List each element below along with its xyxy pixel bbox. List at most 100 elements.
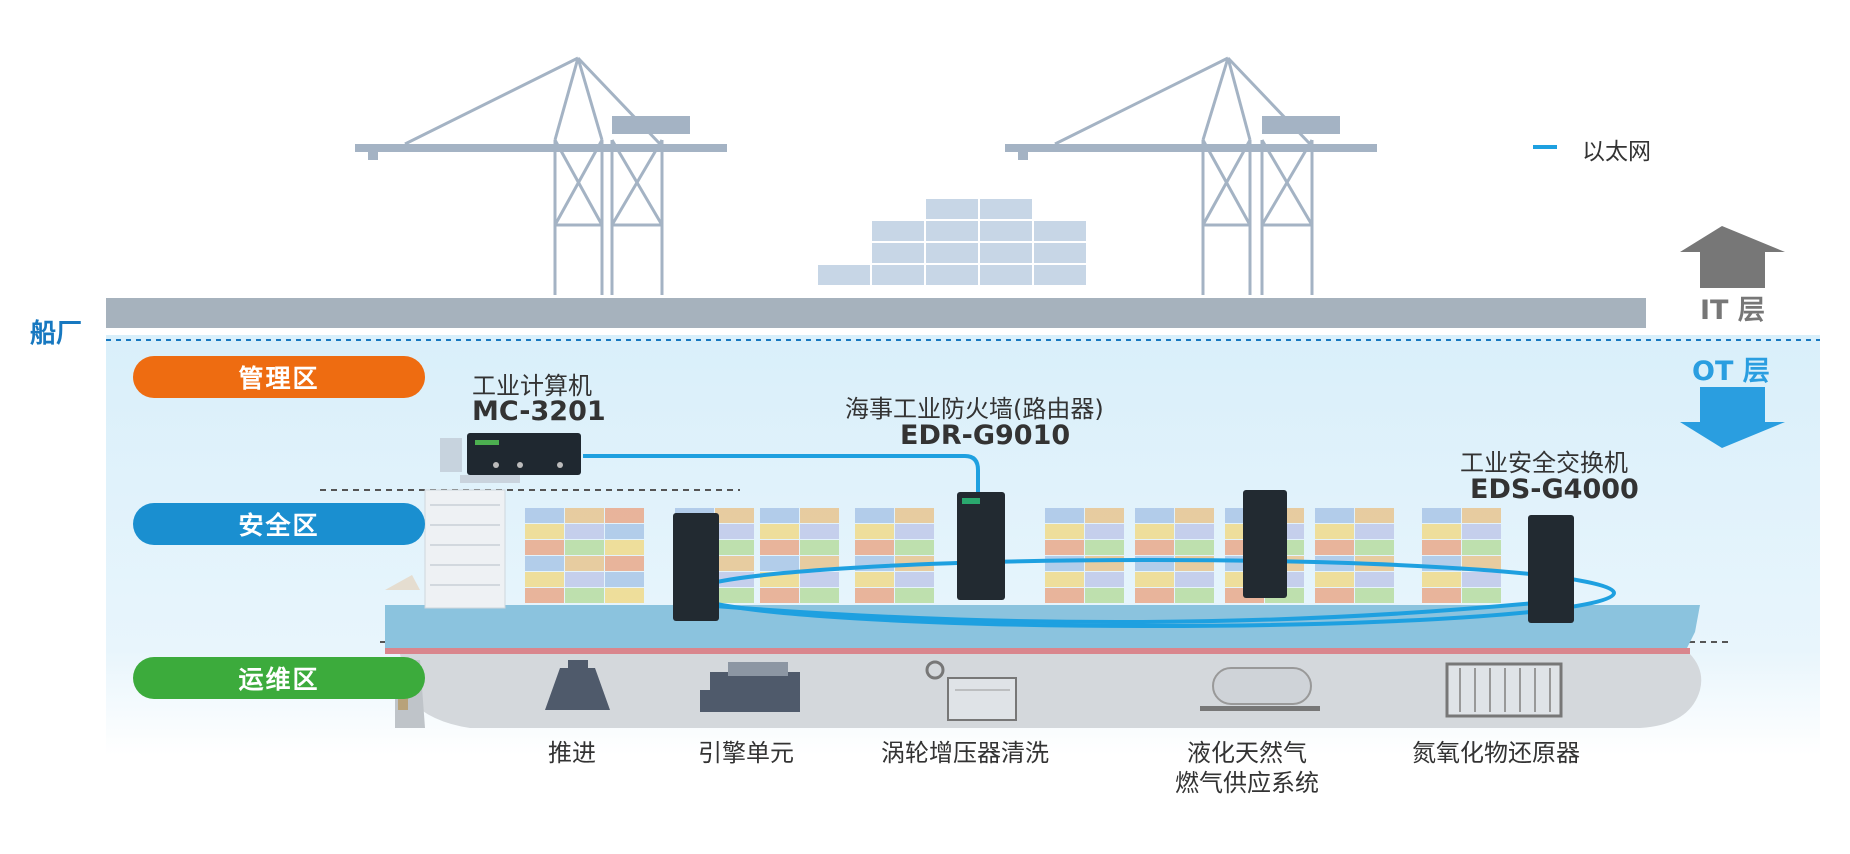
cargo-container [1422, 524, 1461, 539]
propulsion-icon [545, 660, 610, 710]
cargo-container [1422, 540, 1461, 555]
equipment-nox-label: 氮氧化物还原器 [1412, 739, 1580, 767]
turbo-washer-icon [925, 660, 1017, 721]
cargo-container [525, 556, 564, 571]
firewall-model: EDR-G9010 [900, 420, 1071, 451]
yard-containers [816, 197, 1088, 287]
cargo-container [605, 588, 644, 603]
cargo-container [1175, 540, 1214, 555]
switch-middle [1243, 490, 1287, 598]
equipment-engine-label: 引擎单元 [698, 739, 794, 767]
cargo-container [715, 540, 754, 555]
cargo-container [855, 588, 894, 603]
cargo-container [895, 524, 934, 539]
cargo-container [1462, 524, 1501, 539]
cargo-container [1175, 508, 1214, 523]
cargo-container [1315, 588, 1354, 603]
cargo-container [1422, 572, 1461, 587]
cargo-container [1135, 508, 1174, 523]
ot-arrow-icon [1680, 387, 1785, 448]
cargo-container [715, 556, 754, 571]
cargo-container [1355, 508, 1394, 523]
cargo-container [800, 508, 839, 523]
cargo-container [760, 556, 799, 571]
ethernet-legend-label: 以太网 [1582, 139, 1651, 165]
cargo-container [895, 540, 934, 555]
cargo-container [1422, 588, 1461, 603]
cargo-container [605, 508, 644, 523]
cargo-container [1085, 572, 1124, 587]
cargo-container [1045, 540, 1084, 555]
switch-right [1528, 515, 1574, 623]
cargo-container [1175, 572, 1214, 587]
cargo-container [855, 572, 894, 587]
computer-name: 工业计算机 [472, 372, 592, 400]
cargo-container [525, 524, 564, 539]
cargo-container [1355, 524, 1394, 539]
cargo-container [1135, 540, 1174, 555]
firewall-edrg9010 [957, 492, 1005, 600]
cargo-container [1135, 572, 1174, 587]
cargo-container [565, 524, 604, 539]
cargo-container [1175, 524, 1214, 539]
cargo-container [565, 588, 604, 603]
cargo-container [1422, 508, 1461, 523]
cargo-container [605, 540, 644, 555]
cargo-container [1462, 588, 1501, 603]
switch-model: EDS-G4000 [1470, 474, 1639, 505]
cargo-container [800, 588, 839, 603]
computer-model: MC-3201 [472, 396, 606, 427]
cargo-container [1355, 572, 1394, 587]
zone-management: 管理区 [133, 356, 425, 398]
cargo-container [1045, 572, 1084, 587]
cargo-container [565, 508, 604, 523]
cargo-container [565, 556, 604, 571]
cargo-container [1462, 540, 1501, 555]
cargo-container [715, 588, 754, 603]
cargo-container [605, 572, 644, 587]
cargo-container [895, 508, 934, 523]
cargo-container [1085, 524, 1124, 539]
firewall-name: 海事工业防火墙(路由器) [845, 395, 1104, 423]
cargo-container [1315, 524, 1354, 539]
cargo-container [605, 524, 644, 539]
cargo-container [1045, 556, 1084, 571]
cargo-container [1175, 588, 1214, 603]
cargo-container [1355, 540, 1394, 555]
cargo-container [800, 540, 839, 555]
shipyard-platform [106, 298, 1646, 328]
cargo-container [760, 588, 799, 603]
cargo-container [1462, 572, 1501, 587]
ot-layer-label: OT 层 [1692, 356, 1770, 387]
cargo-container [565, 540, 604, 555]
cargo-container [1045, 588, 1084, 603]
cargo-container [605, 556, 644, 571]
cargo-container [525, 588, 564, 603]
cargo-container [895, 588, 934, 603]
it-arrow-icon [1680, 226, 1785, 288]
shipyard-label: 船厂 [30, 319, 83, 349]
cargo-container [525, 572, 564, 587]
switch-left [673, 513, 719, 621]
cargo-container [1355, 588, 1394, 603]
cargo-container [1315, 508, 1354, 523]
equipment-turbo-label: 涡轮增压器清洗 [881, 739, 1049, 767]
cargo-container [855, 524, 894, 539]
cargo-container [1045, 508, 1084, 523]
lng-tank-icon [1200, 667, 1320, 711]
crane-right [1005, 56, 1377, 295]
cargo-container [565, 572, 604, 587]
cargo-container [1085, 508, 1124, 523]
cargo-container [1085, 540, 1124, 555]
cargo-container [525, 540, 564, 555]
cargo-container [800, 556, 839, 571]
cargo-container [1085, 588, 1124, 603]
crane-left [355, 56, 727, 295]
nox-reducer-icon [1445, 662, 1563, 718]
cargo-container [1315, 540, 1354, 555]
cargo-container [1315, 572, 1354, 587]
cargo-container [1045, 524, 1084, 539]
zone-security: 安全区 [133, 503, 425, 545]
